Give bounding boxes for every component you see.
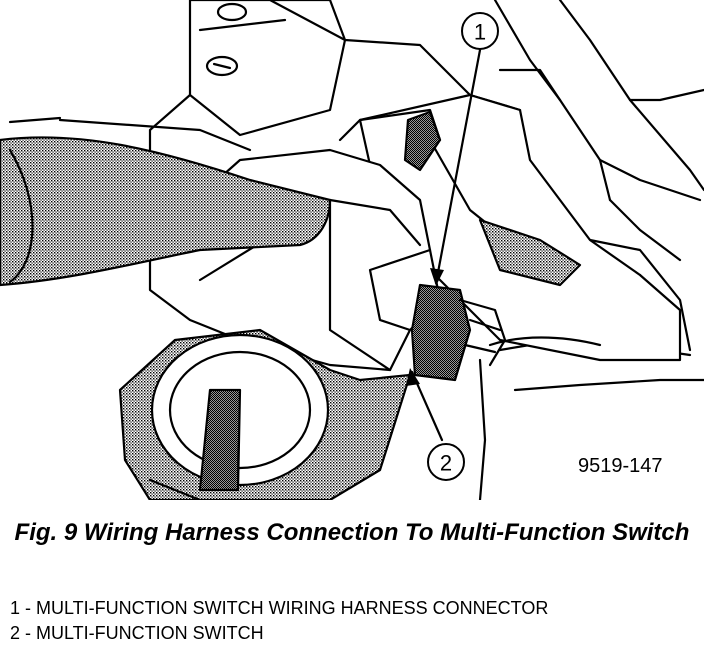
mounting-bracket xyxy=(148,0,347,162)
wiring-harness-illustration: 1 2 xyxy=(0,0,704,500)
callout-1: 1 xyxy=(461,12,499,50)
legend-item-2: 2 - MULTI-FUNCTION SWITCH xyxy=(10,623,264,643)
callout-1-number: 1 xyxy=(474,20,486,45)
bracket-screw xyxy=(205,2,248,77)
wiring-harness-connector xyxy=(410,283,602,382)
steering-column-housing xyxy=(358,93,682,362)
legend: 1 - MULTI-FUNCTION SWITCH WIRING HARNESS… xyxy=(10,596,548,646)
legend-item-1: 1 - MULTI-FUNCTION SWITCH WIRING HARNESS… xyxy=(10,598,549,618)
figure-caption: Fig. 9 Wiring Harness Connection To Mult… xyxy=(14,519,690,546)
callout-2-number: 2 xyxy=(440,451,452,476)
ignition-lock-cylinder xyxy=(118,328,412,500)
figure-id: 9519-147 xyxy=(578,455,663,477)
callout-2: 2 xyxy=(427,443,465,481)
switch-lever xyxy=(0,116,332,287)
callout-leader-line xyxy=(406,48,482,442)
